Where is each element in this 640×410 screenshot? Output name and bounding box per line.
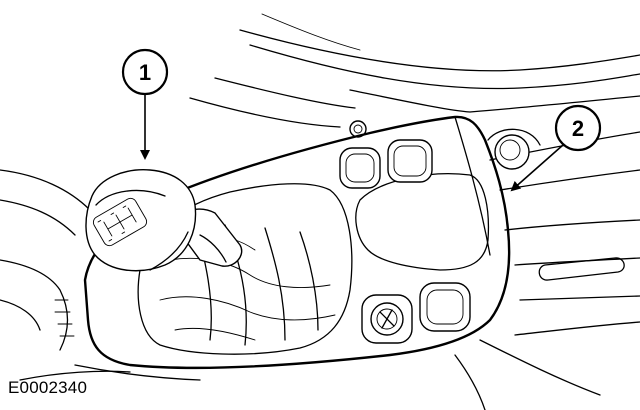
console-bezel <box>83 115 511 370</box>
callout-2: 2 <box>510 104 602 192</box>
callout-2-label: 2 <box>572 116 584 141</box>
gear-knob <box>85 169 197 272</box>
callout-1-label: 1 <box>139 60 151 85</box>
callout-1: 1 <box>121 48 169 160</box>
dashboard-background-lines <box>189 13 640 410</box>
figure-id-label: E0002340 <box>8 378 88 397</box>
left-trim-lines <box>0 169 201 381</box>
